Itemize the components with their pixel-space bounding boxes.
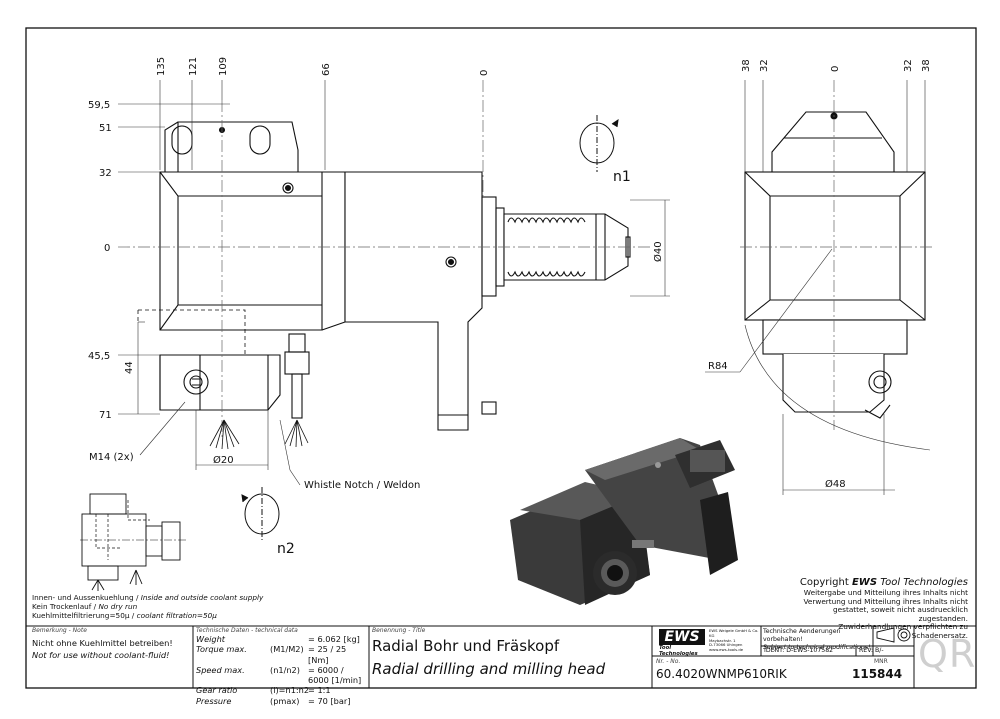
dim-side-32-left: 32 bbox=[759, 59, 770, 72]
nr-header: Nr. - No. bbox=[656, 658, 681, 665]
dim-top-135: 135 bbox=[156, 57, 167, 76]
copyright-line: Verwertung und Mitteilung ihres Inhalts … bbox=[803, 596, 968, 606]
rotation-n2-symbol bbox=[241, 487, 280, 542]
dim-left-0: 0 bbox=[104, 243, 110, 254]
whistle-notch-label: Whistle Notch / Weldon bbox=[304, 480, 420, 491]
mnr-number: 115844 bbox=[852, 667, 903, 681]
dim-left-71: 71 bbox=[99, 410, 112, 421]
coolant-line1-de: Innen- und Aussenkuehlung / bbox=[32, 593, 139, 602]
revision: REV: B/- bbox=[859, 647, 884, 654]
title-note-cell: Bemerkung - Note Nicht ohne Kuehlmittel … bbox=[32, 627, 188, 685]
ident-number: IDENT: D-EWS-107582 bbox=[764, 647, 834, 654]
dim-side-32-right: 32 bbox=[903, 59, 914, 72]
dim-m14: M14 (2x) bbox=[89, 452, 134, 463]
side-view bbox=[744, 111, 926, 419]
dim-dia-20: Ø20 bbox=[213, 454, 234, 466]
dim-left-45-5: 45,5 bbox=[88, 351, 110, 362]
rotation-n2-label: n2 bbox=[277, 541, 295, 557]
dim-top-109: 109 bbox=[218, 57, 229, 76]
copyright-line: gestattet, soweit nicht ausdruecklich zu… bbox=[833, 605, 968, 623]
coolant-schematic bbox=[80, 493, 186, 591]
technical-data-cell: Technische Daten - technical data Weight… bbox=[196, 627, 366, 706]
title-header: Benennung - Title bbox=[372, 627, 426, 634]
coolant-line1-en: Inside and outside coolant supply bbox=[140, 593, 264, 602]
tech-row-weight: Weight= 6.062 [kg] bbox=[196, 634, 360, 644]
coolant-line3-de: Kuehlmittelfiltrierung=50µ / bbox=[32, 611, 135, 620]
company-logo-cell: EWS Tool Technologies EWS Weigele GmbH &… bbox=[657, 628, 761, 657]
dim-side-38-left: 38 bbox=[741, 59, 752, 72]
sheet-border bbox=[25, 27, 977, 689]
dim-dia-40: Ø40 bbox=[652, 241, 664, 262]
title-cell: Benennung - Title Radial Bohr und Fräsko… bbox=[372, 627, 642, 685]
ews-logo-sub: Tool Technologies bbox=[659, 645, 698, 657]
copyright-line: Zuwiderhandlungen verpflichten zu Schade… bbox=[838, 622, 968, 640]
ews-logo: EWS bbox=[659, 629, 705, 645]
mnr-header: MNR bbox=[874, 658, 888, 665]
product-3d-render bbox=[510, 438, 738, 605]
front-view-centrelines bbox=[118, 80, 650, 440]
side-dimension-texts: 38 32 0 32 38 R84 Ø48 bbox=[708, 59, 932, 490]
dim-height-44: 44 bbox=[124, 361, 135, 374]
dim-side-38-right: 38 bbox=[921, 59, 932, 72]
copyright-brand: EWS bbox=[851, 577, 878, 588]
note-header: Bemerkung - Note bbox=[32, 627, 87, 634]
dim-side-0: 0 bbox=[830, 66, 841, 72]
dim-top-66: 66 bbox=[321, 63, 332, 76]
front-dimension-texts: 135 121 109 66 0 59,5 51 32 0 45,5 71 44… bbox=[88, 57, 664, 491]
company-address: EWS Weigele GmbH & Co. KG Maybachstr. 1 … bbox=[709, 628, 759, 653]
copyright-prefix: Copyright bbox=[799, 577, 849, 588]
side-dimension-lines bbox=[705, 80, 931, 495]
tech-header: Technische Daten - technical data bbox=[196, 627, 298, 634]
title-en: Radial drilling and milling head bbox=[372, 660, 606, 678]
dim-dia-48: Ø48 bbox=[825, 478, 846, 490]
copyright-brand-suffix: Tool Technologies bbox=[880, 577, 968, 588]
qr-placeholder: QR bbox=[918, 632, 977, 676]
coolant-spray-right bbox=[284, 419, 309, 448]
dim-top-121: 121 bbox=[188, 57, 199, 76]
tech-row-torque: Torque max.(M1/M2)= 25 / 25 [Nm] bbox=[196, 644, 347, 665]
changes-en: Subject to technical modifications! bbox=[763, 644, 871, 651]
coolant-line3-en: coolant filtration=50µ bbox=[136, 611, 217, 620]
dim-left-59-5: 59,5 bbox=[88, 100, 110, 111]
tech-row-gear-ratio: Gear ratio(i)=n1:n2= 1:1 bbox=[196, 685, 331, 696]
coolant-notes: Innen- und Aussenkuehlung / Inside and o… bbox=[32, 593, 362, 620]
coolant-line2-de: Kein Trockenlauf / bbox=[32, 602, 97, 611]
tech-row-pressure: Pressure(pmax)= 70 [bar] bbox=[196, 695, 351, 706]
dim-left-32: 32 bbox=[99, 168, 112, 179]
coolant-line2-en: No dry run bbox=[98, 602, 138, 611]
front-view bbox=[137, 121, 631, 431]
note-en: Not for use without coolant-fluid! bbox=[32, 650, 170, 660]
coolant-spray-left bbox=[209, 419, 240, 450]
rotation-n1-label: n1 bbox=[613, 169, 631, 185]
tech-row-speed: Speed max.(n1/n2)= 6000 / 6000 [1/min] bbox=[196, 664, 362, 686]
copyright-notice: Copyright EWS Tool Technologies Weiterga… bbox=[790, 577, 968, 641]
side-view-centrelines bbox=[740, 80, 935, 430]
dim-left-51: 51 bbox=[99, 123, 112, 134]
rotation-n1-symbol bbox=[579, 115, 619, 172]
dim-r84: R84 bbox=[708, 361, 728, 372]
changes-de: Technische Aenderungen vorbehalten! bbox=[763, 628, 841, 643]
copyright-line: Weitergabe und Mitteilung ihres Inhalts … bbox=[803, 588, 968, 597]
note-de: Nicht ohne Kuehlmittel betreiben! bbox=[32, 638, 173, 648]
changes-cell: Technische Aenderungen vorbehalten! Subj… bbox=[763, 628, 873, 652]
front-dimension-lines bbox=[118, 80, 670, 486]
dim-top-0: 0 bbox=[479, 70, 490, 76]
part-number: 60.4020WNMP610RIK bbox=[656, 667, 787, 681]
title-de: Radial Bohr und Fräskopf bbox=[372, 637, 560, 655]
